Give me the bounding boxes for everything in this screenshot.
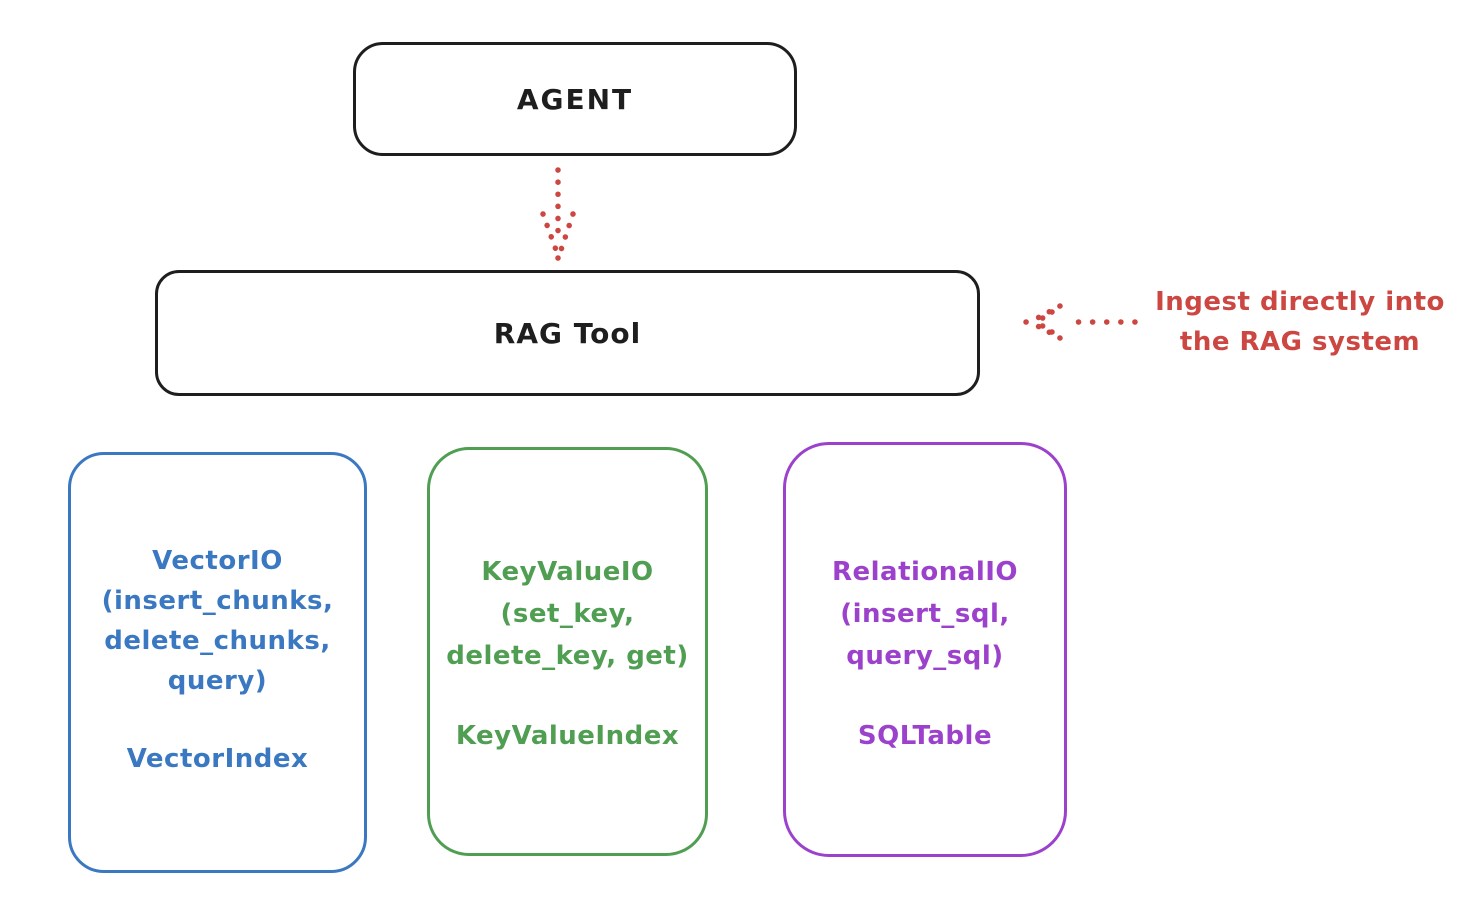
keyvalue-io-methods-line1: (set_key, (500, 599, 635, 629)
vector-io-methods-line1: (insert_chunks, (101, 586, 334, 616)
keyvalue-index-label: KeyValueIndex (455, 721, 680, 751)
ingest-annotation-line2: the RAG system (1179, 327, 1421, 357)
rag-tool-label: RAG Tool (493, 316, 642, 350)
ingest-annotation: Ingest directly into the RAG system (1140, 282, 1460, 362)
ingest-arrowhead-inner-lower (1035, 320, 1055, 335)
vector-index-label: VectorIndex (126, 744, 309, 774)
agent-to-rag-arrowhead-right (558, 211, 576, 253)
ingest-arrow (1023, 303, 1138, 341)
vector-io-methods-line2: delete_chunks, (104, 626, 331, 656)
keyvalue-io-title: KeyValueIO (481, 557, 654, 587)
vector-io-title: VectorIO (152, 546, 283, 576)
agent-to-rag-arrowhead-left (540, 211, 559, 253)
agent-label: AGENT (516, 82, 634, 116)
vector-io-node: VectorIO (insert_chunks, delete_chunks, … (68, 452, 367, 873)
rag-tool-node: RAG Tool (155, 270, 980, 396)
ingest-arrowhead-upper (1029, 303, 1063, 324)
sql-table-label: SQLTable (857, 721, 993, 751)
relational-io-title: RelationalIO (831, 557, 1019, 587)
relational-io-node: RelationalIO (insert_sql, query_sql) SQL… (783, 442, 1067, 857)
agent-to-rag-arrow (540, 167, 576, 261)
keyvalue-io-methods-line2: delete_key, get) (446, 641, 689, 671)
ingest-arrowhead-inner-upper (1035, 309, 1055, 324)
ingest-arrowhead-lower (1029, 320, 1063, 341)
vector-io-methods-line3: query) (167, 666, 268, 696)
relational-io-methods-line1: (insert_sql, (840, 599, 1010, 629)
agent-node: AGENT (353, 42, 797, 156)
keyvalue-io-node: KeyValueIO (set_key, delete_key, get) Ke… (427, 447, 708, 856)
ingest-annotation-line1: Ingest directly into (1155, 287, 1445, 317)
relational-io-methods-line2: query_sql) (846, 641, 1004, 671)
